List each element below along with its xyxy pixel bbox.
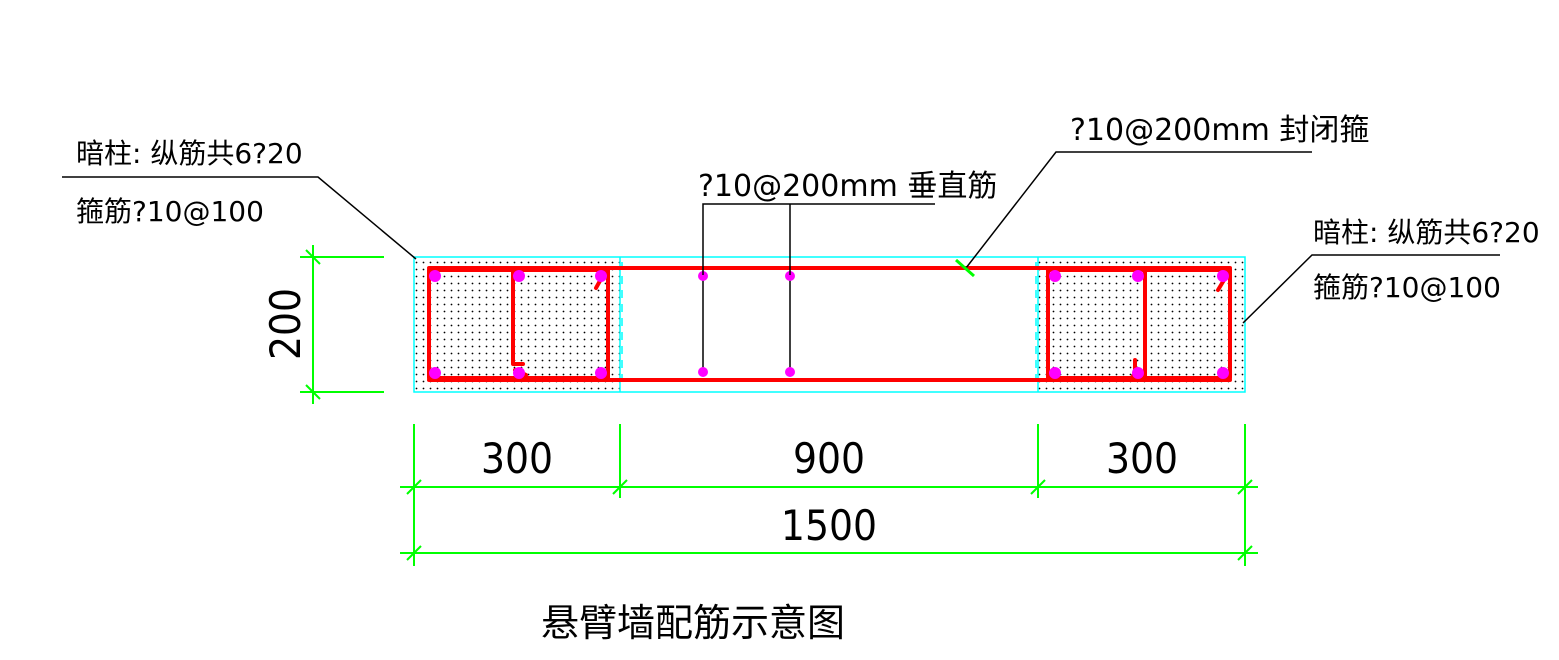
column-boundary-dashes — [621, 262, 1037, 388]
rebar-dot — [1049, 367, 1061, 379]
rebar-dot — [595, 367, 607, 379]
dim-middle-width: 900 — [793, 434, 865, 483]
left-column-label-line1: 暗柱: 纵筋共6?20 — [76, 137, 303, 170]
closed-stirrup-marker — [955, 258, 975, 278]
rebar-dot — [1132, 270, 1144, 282]
dimension-lines — [300, 245, 1258, 566]
rebar-dot — [785, 367, 795, 377]
rebar-dot — [785, 271, 795, 281]
dim-total-width: 1500 — [781, 501, 877, 550]
rebar-dot — [513, 367, 525, 379]
right-column-label-line1: 暗柱: 纵筋共6?20 — [1313, 216, 1540, 249]
rebar-dot — [513, 270, 525, 282]
dim-height: 200 — [261, 288, 310, 360]
rebar-dot — [429, 270, 441, 282]
rebar-dot — [429, 367, 441, 379]
left-column-label-line2: 箍筋?10@100 — [76, 195, 264, 228]
vertical-bars-leader — [702, 203, 935, 275]
rebar-dot — [1132, 367, 1144, 379]
wall-outline — [413, 256, 1246, 393]
dim-right-width: 300 — [1106, 434, 1178, 483]
vertical-bars-label: ?10@200mm 垂直筋 — [698, 169, 997, 204]
vertical-bar-lines — [702, 275, 791, 372]
dim-left-width: 300 — [481, 434, 553, 483]
rebar-dot — [698, 271, 708, 281]
rebar-dot — [1217, 367, 1229, 379]
closed-stirrup-label: ?10@200mm 封闭箍 — [1070, 113, 1369, 148]
leader-lines — [62, 151, 1500, 324]
right-column-leader — [1242, 254, 1500, 324]
right-column-label-line2: 箍筋?10@100 — [1313, 271, 1501, 304]
rebar-dot — [1217, 270, 1229, 282]
closed-stirrup-leader — [965, 151, 1312, 269]
rebar-dots — [429, 270, 1229, 379]
diagram-caption: 悬臂墙配筋示意图 — [541, 601, 845, 645]
rebar-dot — [1049, 270, 1061, 282]
left-column-leader — [62, 176, 417, 260]
rebar-dot — [595, 270, 607, 282]
rebar-dot — [698, 367, 708, 377]
